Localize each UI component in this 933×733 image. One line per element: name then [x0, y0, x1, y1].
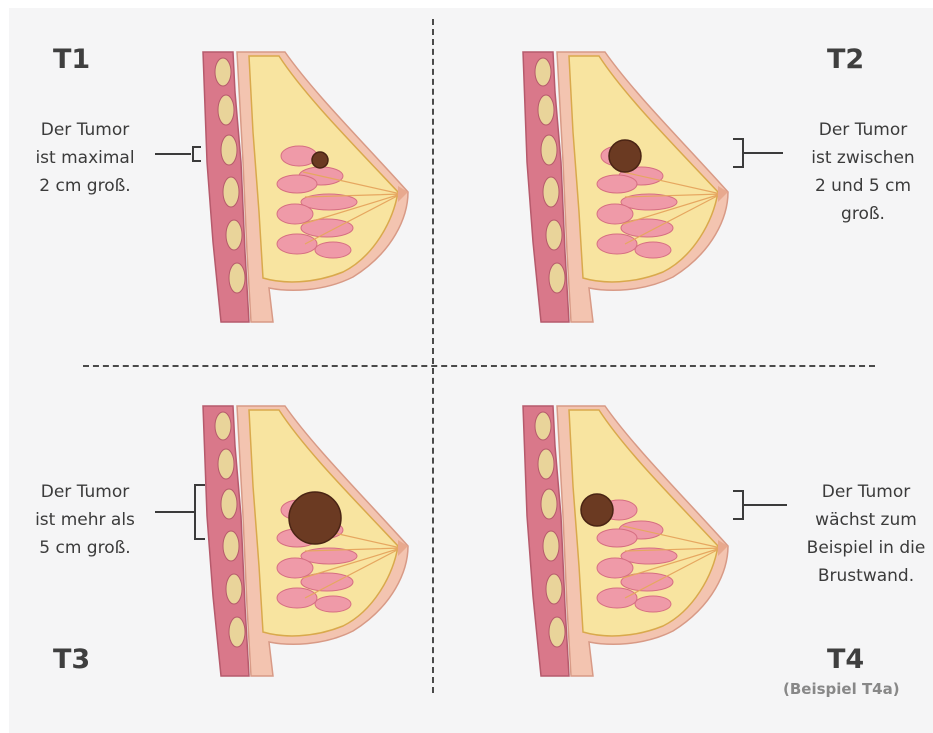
stage-label-t3: T3 — [53, 644, 90, 675]
stage-label-t4: T4 — [827, 644, 864, 675]
description-line: groß. — [797, 200, 929, 228]
breast-illustration-t4 — [513, 406, 733, 676]
breast-illustration-t3 — [193, 406, 413, 676]
tumor — [289, 492, 341, 544]
stage-label-t2: T2 — [827, 44, 864, 75]
stage-description-t4: Der Tumor wächst zum Beispiel in die Bru… — [799, 478, 933, 590]
description-line: 2 und 5 cm — [797, 172, 929, 200]
stage-note-t4: (Beispiel T4a) — [783, 680, 900, 698]
figure-panel: T1 Der Tumor ist maximal 2 cm groß. — [9, 8, 933, 733]
description-line: Beispiel in die — [799, 534, 933, 562]
breast-anatomy — [203, 406, 408, 676]
description-line: ist zwischen — [797, 144, 929, 172]
breast-anatomy — [523, 52, 728, 322]
description-line: Der Tumor — [15, 116, 155, 144]
breast-anatomy — [523, 406, 728, 676]
stage-description-t1: Der Tumor ist maximal 2 cm groß. — [15, 116, 155, 200]
description-line: wächst zum — [799, 506, 933, 534]
description-line: ist mehr als — [15, 506, 155, 534]
description-line: 2 cm groß. — [15, 172, 155, 200]
tumor — [312, 152, 328, 168]
description-line: 5 cm groß. — [15, 534, 155, 562]
description-line: ist maximal — [15, 144, 155, 172]
breast-illustration-t2 — [513, 52, 733, 322]
stage-label-t1: T1 — [53, 44, 90, 75]
description-line: Der Tumor — [797, 116, 929, 144]
vertical-divider — [432, 19, 434, 693]
tumor — [581, 494, 613, 526]
horizontal-divider — [83, 365, 875, 367]
description-line: Der Tumor — [15, 478, 155, 506]
breast-illustration-t1 — [193, 52, 413, 322]
description-line: Der Tumor — [799, 478, 933, 506]
breast-anatomy — [203, 52, 408, 322]
size-bracket-t4 — [727, 488, 791, 528]
size-bracket-t2 — [727, 136, 787, 176]
stage-description-t2: Der Tumor ist zwischen 2 und 5 cm groß. — [797, 116, 929, 228]
stage-description-t3: Der Tumor ist mehr als 5 cm groß. — [15, 478, 155, 562]
tumor — [609, 140, 641, 172]
description-line: Brustwand. — [799, 562, 933, 590]
